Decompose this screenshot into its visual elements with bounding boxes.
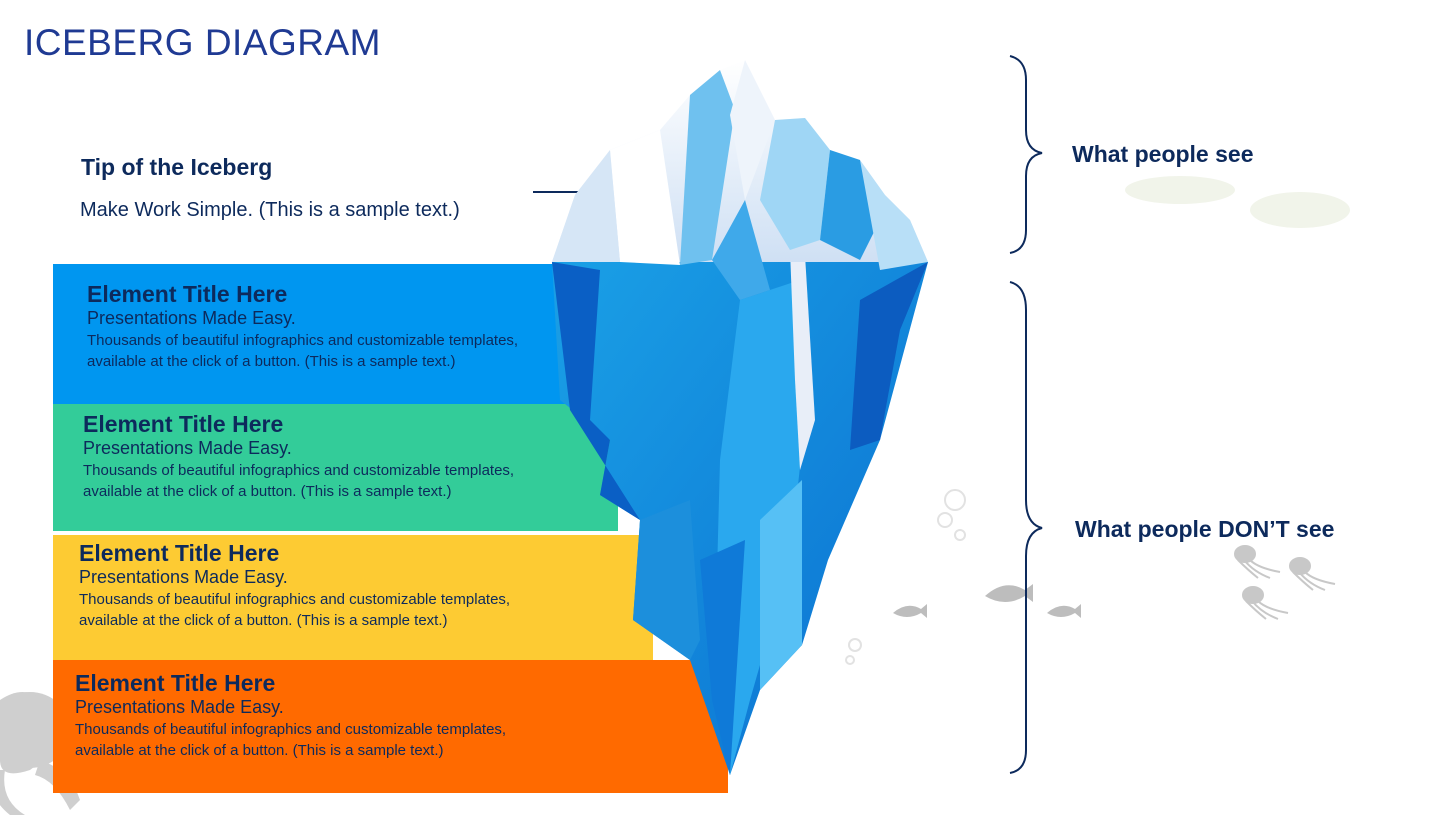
band-title: Element Title Here	[83, 411, 284, 437]
band-2: Element Title Here Presentations Made Ea…	[53, 404, 618, 531]
brace-above-water	[1009, 55, 1043, 254]
band-subtitle: Presentations Made Easy.	[75, 697, 284, 717]
page-title: ICEBERG DIAGRAM	[24, 22, 381, 63]
label-what-people-dont-see: What people DON’T see	[1075, 516, 1335, 542]
tip-title: Tip of the Iceberg	[81, 154, 273, 180]
band-description: Thousands of beautiful infographics and …	[79, 591, 511, 629]
band-title: Element Title Here	[87, 281, 288, 307]
fish-icon	[893, 584, 1081, 618]
band-title: Element Title Here	[79, 540, 280, 566]
band-description: Thousands of beautiful infographics and …	[87, 332, 519, 370]
brace-below-water	[1009, 281, 1043, 774]
iceberg-tip	[552, 60, 928, 300]
band-subtitle: Presentations Made Easy.	[87, 308, 296, 328]
iceberg-underwater	[552, 250, 928, 775]
cloud-icon	[1125, 176, 1350, 228]
band-description: Thousands of beautiful infographics and …	[83, 462, 515, 500]
bubbles-icon	[845, 489, 966, 665]
band-3: Element Title Here Presentations Made Ea…	[53, 535, 653, 660]
band-4: Element Title Here Presentations Made Ea…	[53, 660, 728, 793]
band-1: Element Title Here Presentations Made Ea…	[53, 264, 573, 404]
band-title: Element Title Here	[75, 670, 276, 696]
band-subtitle: Presentations Made Easy.	[79, 567, 288, 587]
tip-text: Make Work Simple. (This is a sample text…	[80, 199, 460, 221]
jellyfish-icon	[1234, 545, 1336, 620]
band-subtitle: Presentations Made Easy.	[83, 438, 292, 458]
band-description: Thousands of beautiful infographics and …	[75, 721, 507, 759]
label-what-people-see: What people see	[1072, 141, 1254, 167]
